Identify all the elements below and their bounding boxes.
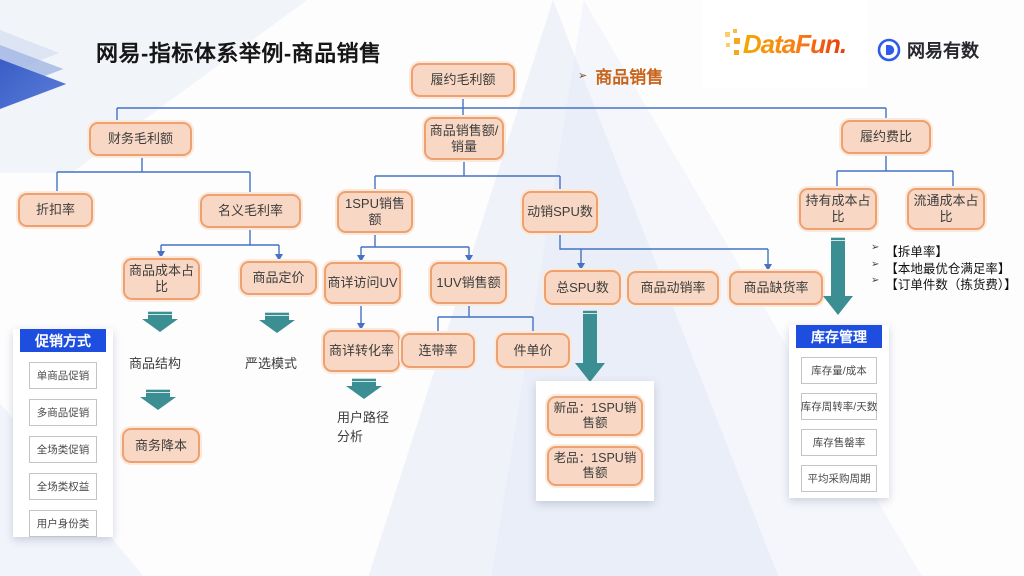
promo-item: 全场类促销 bbox=[29, 436, 97, 463]
datafun-logo: DataFun. bbox=[703, 0, 867, 88]
netease-youshu-logo: 网易有数 bbox=[877, 37, 979, 63]
spu-split-card: 新品：1SPU销售额 老品：1SPU销售额 bbox=[536, 381, 654, 501]
inventory-management-panel: 库存管理 库存量/成本 库存周转率/天数 库存售罄率 平均采购周期 bbox=[789, 325, 889, 498]
node-unit-price: 件单价 bbox=[496, 333, 570, 368]
inventory-item: 库存周转率/天数 bbox=[801, 393, 877, 420]
slide-chevron-logo bbox=[0, 12, 72, 112]
node-detail-page-uv: 商详访问UV bbox=[324, 262, 401, 304]
node-detail-conversion-rate: 商详转化率 bbox=[323, 330, 400, 372]
label-user-path-analysis: 用户路径分析 bbox=[337, 410, 390, 444]
down-arrow-icon bbox=[823, 237, 853, 315]
node-fulfill-gross-profit: 履约毛利额 bbox=[411, 63, 515, 97]
node-1spu-sales: 1SPU销售额 bbox=[337, 191, 413, 233]
section-label: ➢ 商品销售 bbox=[578, 63, 663, 88]
promo-item: 多商品促销 bbox=[29, 399, 97, 426]
node-1uv-sales: 1UV销售额 bbox=[430, 262, 507, 304]
node-attach-rate: 连带率 bbox=[401, 333, 475, 368]
arrow-bullet-icon: ➢ bbox=[871, 242, 880, 253]
bullet-text: 【拆单率】 bbox=[885, 245, 948, 259]
netease-logo-text: 网易有数 bbox=[907, 41, 979, 61]
page-title: 网易-指标体系举例-商品销售 bbox=[96, 41, 382, 66]
node-goods-pricing: 商品定价 bbox=[240, 261, 317, 295]
label-goods-structure: 商品结构 bbox=[129, 356, 182, 371]
arrow-bullet-icon: ➢ bbox=[578, 70, 588, 82]
promo-methods-panel: 促销方式 单商品促销 多商品促销 全场类促销 全场类权益 用户身份类 bbox=[13, 329, 113, 537]
node-old-spu-sales: 老品：1SPU销售额 bbox=[547, 446, 643, 486]
node-fulfill-cost-ratio: 履约费比 bbox=[841, 120, 931, 154]
fulfillment-metric-bullets: ➢ 【拆单率】 ➢ 【本地最优仓满足率】 ➢ 【订单件数（拣货费）】 bbox=[871, 241, 1017, 292]
promo-panel-title: 促销方式 bbox=[20, 329, 106, 352]
node-goods-oos-rate: 商品缺货率 bbox=[729, 271, 823, 305]
down-arrow-icon bbox=[575, 310, 605, 382]
node-discount-rate: 折扣率 bbox=[18, 193, 93, 227]
node-holding-cost-ratio: 持有成本占比 bbox=[799, 188, 877, 230]
node-nominal-margin: 名义毛利率 bbox=[200, 194, 301, 228]
node-circulation-cost-ratio: 流通成本占比 bbox=[907, 188, 985, 230]
node-goods-active-rate: 商品动销率 bbox=[627, 271, 719, 305]
node-total-spu-count: 总SPU数 bbox=[544, 270, 621, 305]
down-arrow-icon bbox=[140, 389, 176, 410]
datafun-pixel-icon bbox=[724, 29, 741, 59]
bullet-text: 【订单件数（拣货费）】 bbox=[885, 278, 1017, 292]
down-arrow-icon bbox=[259, 312, 295, 333]
netease-d-icon bbox=[877, 38, 901, 62]
bullet-text: 【本地最优仓满足率】 bbox=[885, 261, 1011, 276]
down-arrow-icon bbox=[346, 378, 382, 399]
node-active-spu-count: 动销SPU数 bbox=[522, 191, 598, 233]
inventory-item: 库存量/成本 bbox=[801, 357, 877, 384]
arrow-bullet-icon: ➢ bbox=[871, 275, 880, 286]
node-finance-gross-profit: 财务毛利额 bbox=[89, 122, 192, 156]
datafun-logo-text: DataFun. bbox=[742, 28, 847, 59]
inventory-item: 库存售罄率 bbox=[801, 429, 877, 456]
section-label-text: 商品销售 bbox=[595, 68, 664, 87]
inventory-panel-title: 库存管理 bbox=[796, 325, 882, 348]
node-sales-amount: 商品销售额/销量 bbox=[424, 117, 504, 160]
node-goods-cost-ratio: 商品成本占比 bbox=[123, 258, 200, 300]
promo-item: 用户身份类 bbox=[29, 510, 97, 537]
promo-item: 全场类权益 bbox=[29, 473, 97, 500]
promo-item: 单商品促销 bbox=[29, 362, 97, 389]
down-arrow-icon bbox=[142, 311, 178, 332]
node-new-spu-sales: 新品：1SPU销售额 bbox=[547, 396, 643, 436]
label-yanxuan-mode: 严选模式 bbox=[245, 356, 298, 371]
node-business-cost-down: 商务降本 bbox=[122, 428, 200, 463]
arrow-bullet-icon: ➢ bbox=[871, 258, 880, 270]
inventory-item: 平均采购周期 bbox=[801, 465, 877, 492]
